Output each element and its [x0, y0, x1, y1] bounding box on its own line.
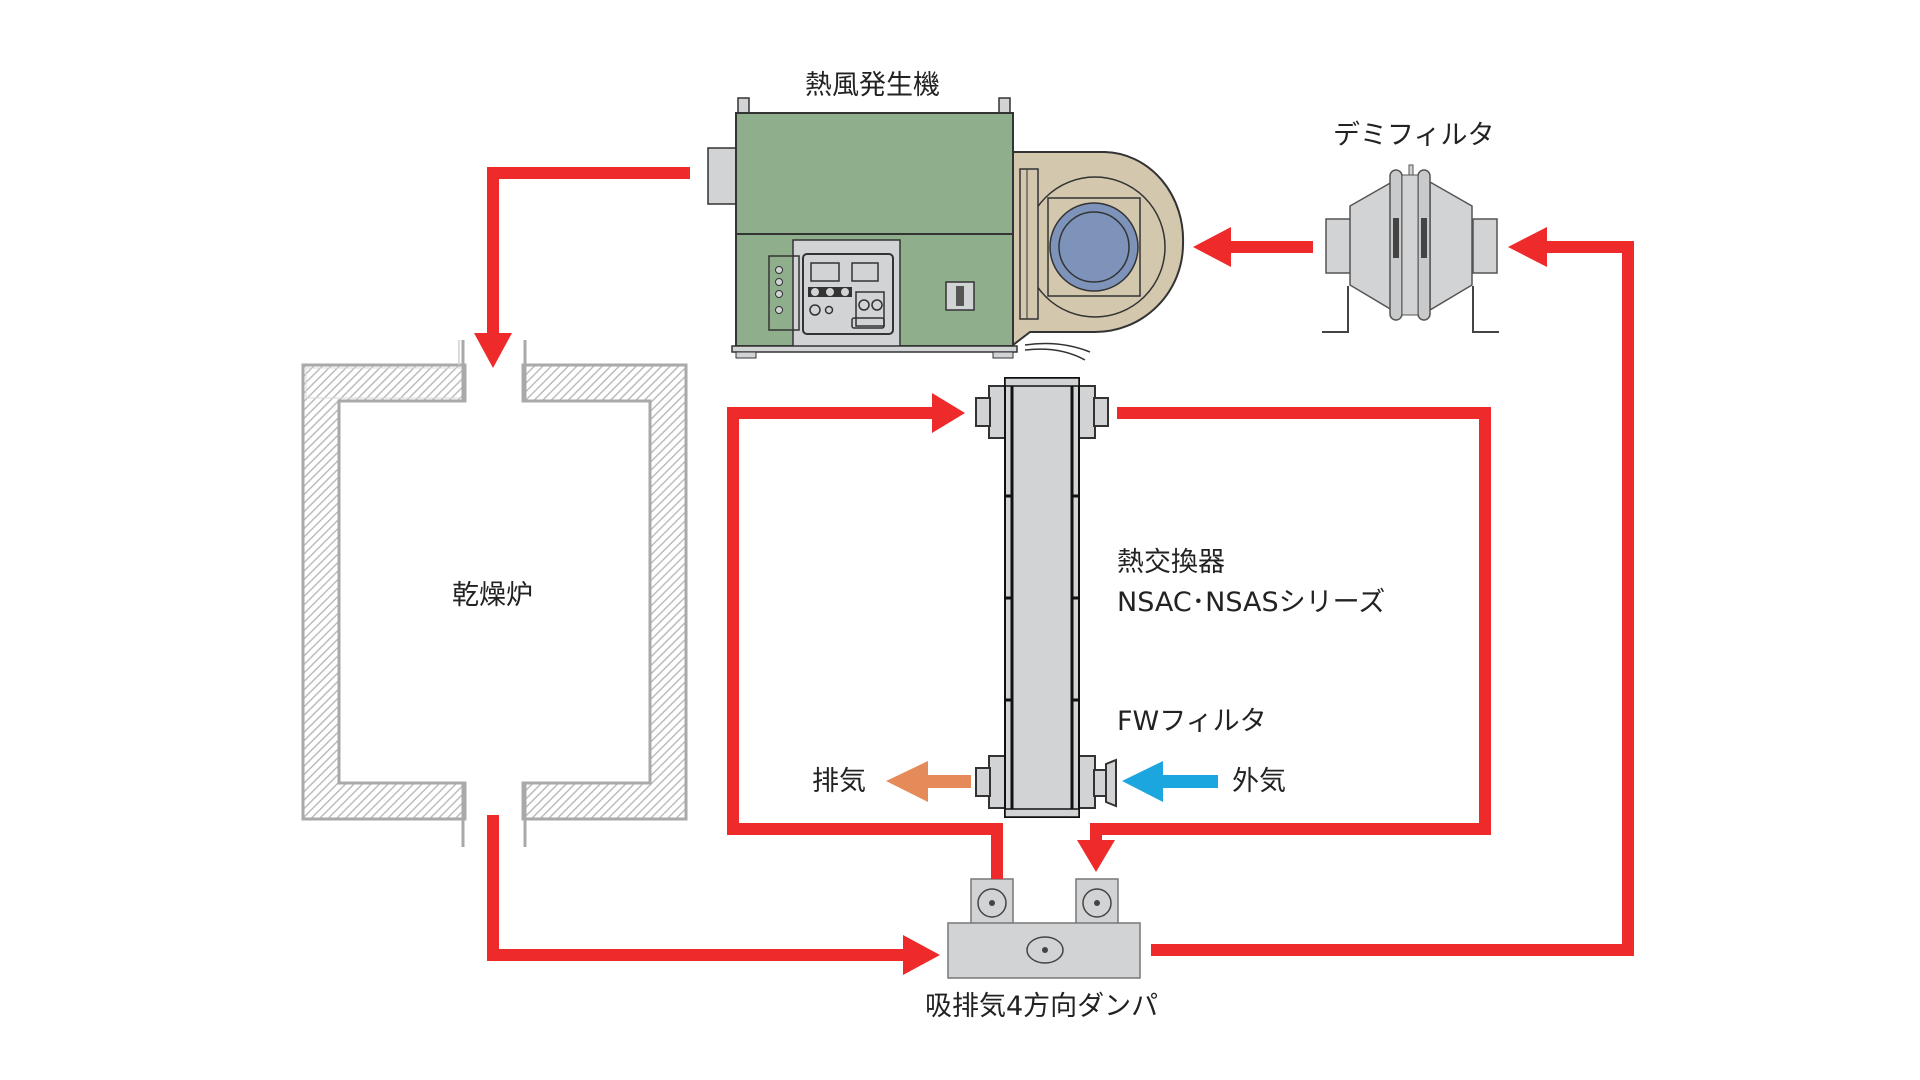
label-drying-furnace: 乾燥炉 — [452, 580, 533, 611]
four-way-damper — [947, 878, 1141, 979]
generator-lug-right — [998, 97, 1011, 115]
furnace-wall — [301, 363, 688, 821]
exhaust-arrow — [886, 761, 971, 802]
exchanger-frame — [1004, 377, 1080, 818]
flow-exchanger-to-damper — [1090, 407, 1491, 845]
demi-filter-cone-right — [1429, 180, 1473, 312]
arrowhead-into-blower — [1193, 227, 1231, 267]
label-heat-exchanger: 熱交換器 — [1117, 547, 1225, 578]
heat-generator — [707, 97, 1018, 359]
demi-filter-nozzle-left — [1325, 218, 1353, 274]
arrowhead-into-damper — [903, 935, 940, 975]
demi-filter-nozzle-right — [1472, 218, 1498, 274]
label-demi-filter: デミフィルタ — [1333, 120, 1495, 151]
flow-arrowheads — [474, 227, 1547, 975]
hot-air-flow — [487, 167, 1634, 961]
label-heat-exchanger-series: NSAC･NSASシリーズ — [1117, 587, 1386, 618]
label-heat-generator: 熱風発生機 — [805, 70, 940, 101]
demi-filter — [1322, 164, 1499, 333]
flow-generator-to-furnace — [487, 167, 690, 340]
outside-air-arrow — [1122, 761, 1218, 802]
label-four-way-damper: 吸排気4方向ダンパ — [925, 991, 1159, 1022]
generator-lug-left — [737, 97, 750, 115]
fw-filter — [1105, 758, 1117, 808]
arrowhead-into-furnace — [474, 333, 512, 368]
demi-filter-cone-left — [1349, 180, 1393, 312]
label-outside-air: 外気 — [1232, 766, 1286, 797]
arrowhead-into-damper-right — [1077, 840, 1115, 872]
flow-furnace-to-damper — [487, 815, 910, 961]
drying-furnace — [301, 340, 688, 847]
flow-damper-to-exchanger — [727, 407, 1003, 879]
flow-damper-to-demi-filter — [1151, 241, 1634, 956]
heat-exchanger — [975, 377, 1117, 818]
arrowhead-into-demi-filter — [1508, 227, 1547, 267]
label-fw-filter: FWフィルタ — [1117, 706, 1267, 737]
label-exhaust: 排気 — [812, 766, 866, 797]
generator-outlet-duct — [707, 147, 739, 205]
blower-fan — [1012, 151, 1185, 361]
arrowhead-into-exchanger — [932, 393, 965, 433]
generator-base — [731, 345, 1018, 353]
